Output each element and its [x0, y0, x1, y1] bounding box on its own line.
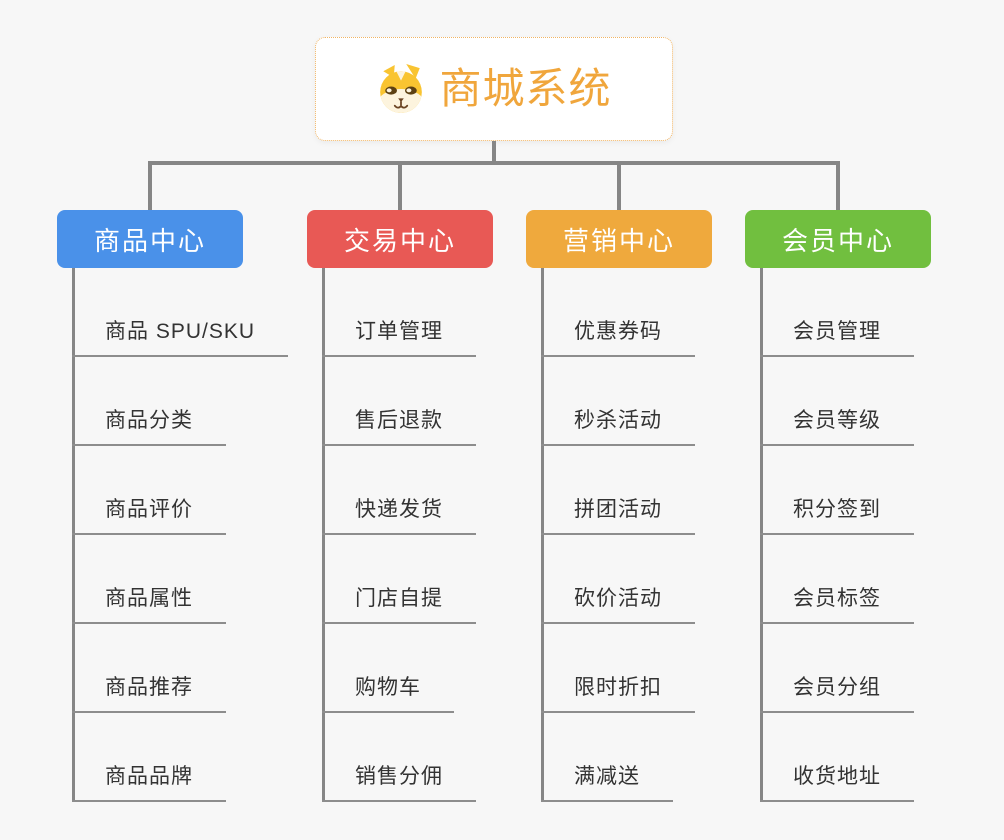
leaf-store-pickup[interactable]: 门店自提 — [322, 585, 476, 624]
leaf-coupon-code[interactable]: 优惠券码 — [541, 318, 695, 357]
root-title: 商城系统 — [439, 65, 612, 112]
branch-header-product-center[interactable]: 商品中心 — [57, 210, 243, 268]
branch-trunk-line — [760, 268, 763, 802]
leaf-order-management[interactable]: 订单管理 — [322, 318, 476, 357]
leaf-product-review[interactable]: 商品评价 — [72, 496, 226, 535]
connector-drop-member — [836, 161, 840, 210]
branch-header-marketing-center[interactable]: 营销中心 — [526, 210, 712, 268]
leaf-shopping-cart[interactable]: 购物车 — [322, 674, 454, 713]
branch-trunk-line — [72, 268, 75, 802]
leaf-member-level[interactable]: 会员等级 — [760, 407, 914, 446]
branch-product-center: 商品中心 商品 SPU/SKU 商品分类 商品评价 商品属性 商品推荐 商品品牌 — [57, 210, 289, 820]
leaf-member-group[interactable]: 会员分组 — [760, 674, 914, 713]
leaf-sales-commission[interactable]: 销售分佣 — [322, 763, 476, 802]
connector-root-stem — [492, 141, 496, 165]
leaf-product-attribute[interactable]: 商品属性 — [72, 585, 226, 624]
connector-drop-marketing — [617, 161, 621, 210]
connector-horizontal-bar — [148, 161, 840, 165]
leaf-shipping-address[interactable]: 收货地址 — [760, 763, 914, 802]
leaf-bargain-activity[interactable]: 砍价活动 — [541, 585, 695, 624]
branch-member-center: 会员中心 会员管理 会员等级 积分签到 会员标签 会员分组 收货地址 — [745, 210, 955, 820]
leaf-product-spu-sku[interactable]: 商品 SPU/SKU — [72, 318, 289, 357]
branch-marketing-center: 营销中心 优惠券码 秒杀活动 拼团活动 砍价活动 限时折扣 满减送 — [526, 210, 736, 820]
leaf-aftersale-refund[interactable]: 售后退款 — [322, 407, 476, 446]
branch-header-member-center[interactable]: 会员中心 — [745, 210, 931, 268]
leaf-express-delivery[interactable]: 快递发货 — [322, 496, 476, 535]
leaf-spend-and-save[interactable]: 满减送 — [541, 763, 673, 802]
leaf-product-recommend[interactable]: 商品推荐 — [72, 674, 226, 713]
leaf-member-tag[interactable]: 会员标签 — [760, 585, 914, 624]
connector-drop-product — [148, 161, 152, 210]
leaf-limited-time-discount[interactable]: 限时折扣 — [541, 674, 695, 713]
leaf-product-category[interactable]: 商品分类 — [72, 407, 226, 446]
leaf-points-checkin[interactable]: 积分签到 — [760, 496, 914, 535]
leaf-group-buy[interactable]: 拼团活动 — [541, 496, 695, 535]
leaf-flash-sale[interactable]: 秒杀活动 — [541, 407, 695, 446]
branch-trade-center: 交易中心 订单管理 售后退款 快递发货 门店自提 购物车 销售分佣 — [307, 210, 517, 820]
branch-header-trade-center[interactable]: 交易中心 — [307, 210, 493, 268]
branch-trunk-line — [541, 268, 544, 802]
leaf-product-brand[interactable]: 商品品牌 — [72, 763, 226, 802]
shiba-dog-face-icon — [380, 64, 423, 113]
root-node-mall-system[interactable]: 商城系统 — [315, 37, 673, 141]
branch-trunk-line — [322, 268, 325, 802]
leaf-member-management[interactable]: 会员管理 — [760, 318, 914, 357]
connector-drop-trade — [398, 161, 402, 210]
